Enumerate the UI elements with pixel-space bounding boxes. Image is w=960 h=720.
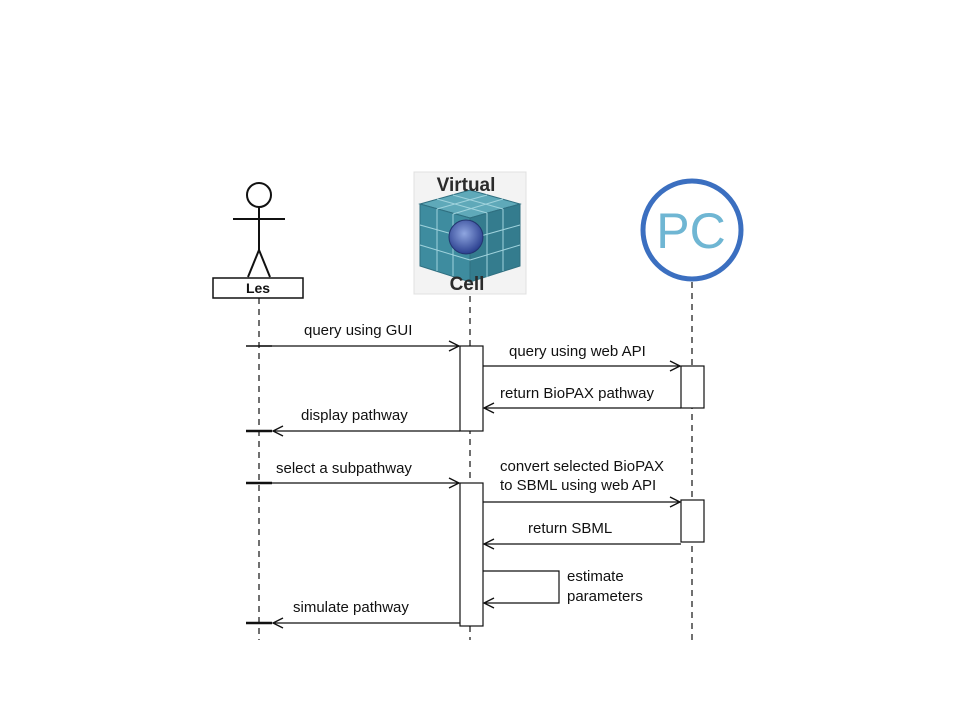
vc-cube-grid [419,194,521,277]
message-label-select-subpathway: select a subpathway [276,460,412,477]
pc-logo-ring [640,178,744,282]
pc-logo-text: PC [656,203,725,259]
message-label-estimate-line2: parameters [567,588,643,605]
actor-head [246,182,272,208]
message-label-query-gui: query using GUI [304,322,412,339]
message-label-estimate-line1: estimate [567,568,624,585]
activation-vc-2 [459,482,484,627]
message-label-display-pathway: display pathway [301,407,408,424]
pathway-commons-logo: PC [640,178,744,282]
message-label-return-biopax: return BioPAX pathway [500,385,654,402]
actor-leg-right [258,249,271,278]
actor-leg-left [247,249,260,278]
actor-name: Les [246,280,270,296]
vc-logo-subtitle: Cell [450,274,485,295]
message-label-return-sbml: return SBML [528,520,612,537]
virtual-cell-logo: Virtual Cell [413,171,527,295]
message-label-convert-line1: convert selected BioPAX [500,458,664,475]
vc-cell-core [448,219,484,255]
message-label-query-web-api: query using web API [509,343,646,360]
actor-name-box [212,277,304,299]
vc-logo-title: Virtual [437,175,496,196]
activation-pc-1 [680,365,705,409]
activation-pc-2 [680,499,705,543]
message-label-convert-line2: to SBML using web API [500,477,656,494]
activation-vc-1 [459,345,484,432]
vc-cube-right [469,203,521,283]
message-arrow-estimate-parameters [483,570,560,603]
message-label-simulate-pathway: simulate pathway [293,599,409,616]
actor-les: Les [212,182,304,299]
